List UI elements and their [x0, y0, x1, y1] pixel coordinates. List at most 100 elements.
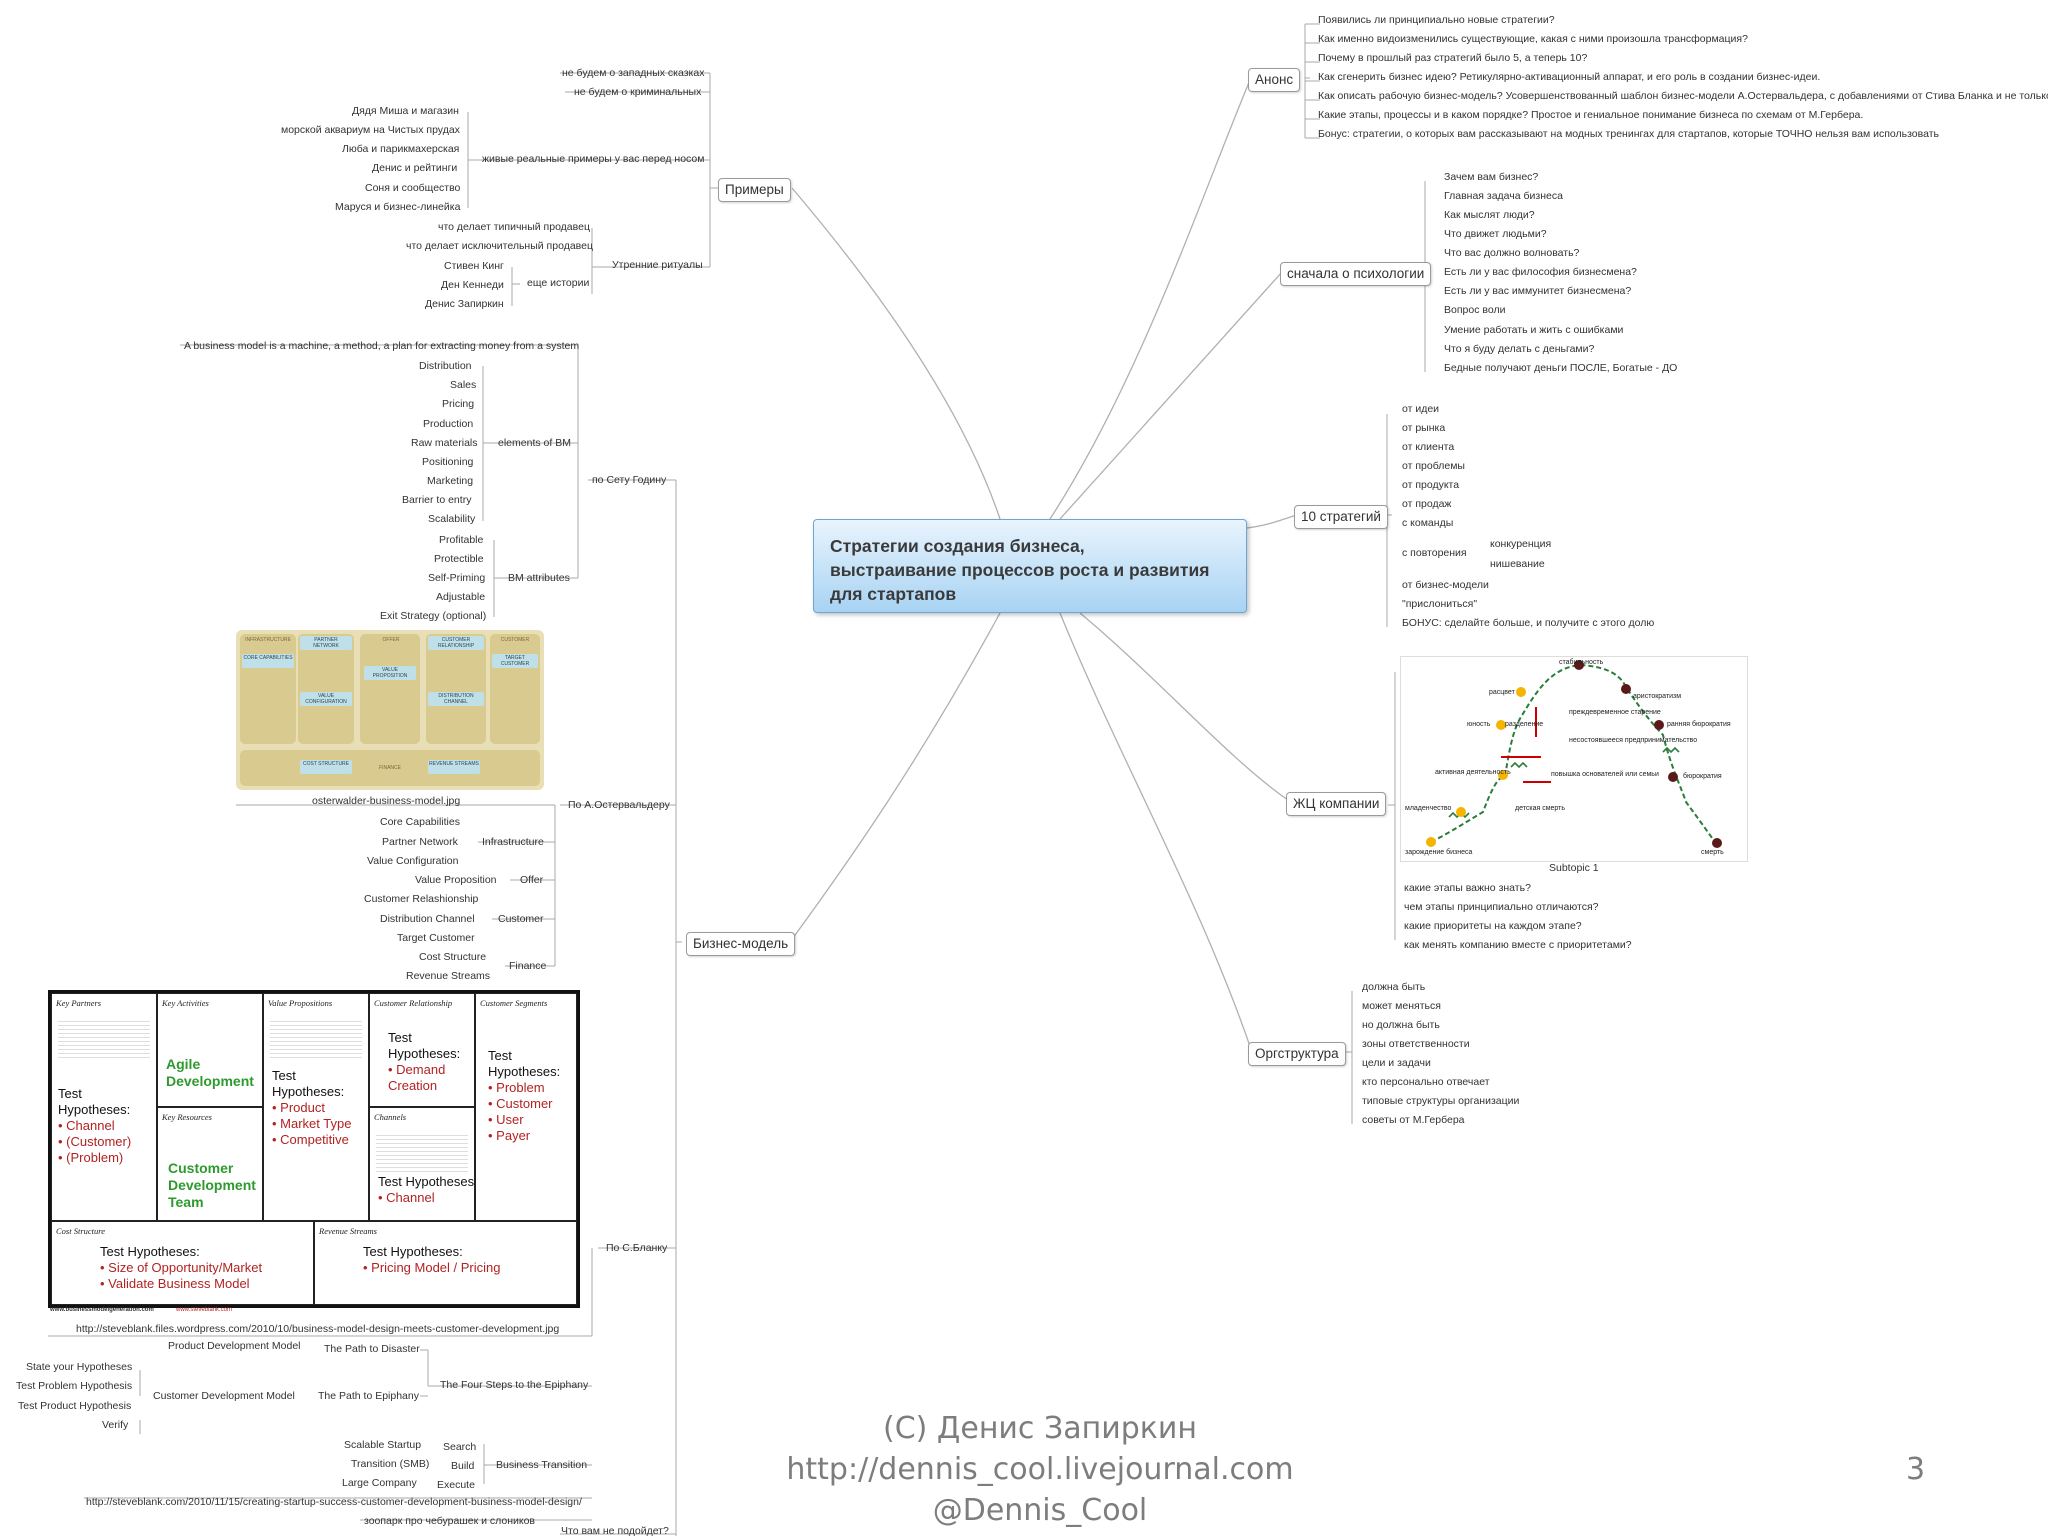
footer-url[interactable]: http://dennis_cool.livejournal.com — [786, 1452, 1294, 1487]
transition-stage[interactable]: Large Company — [342, 1477, 417, 1489]
product-dev-model[interactable]: Product Development Model — [168, 1340, 301, 1352]
steveblank-url[interactable]: http://steveblank.com/2010/11/15/creatin… — [86, 1496, 582, 1508]
live-example[interactable]: Маруся и бизнес-линейка — [335, 201, 461, 213]
anons-item[interactable]: Появились ли принципиально новые стратег… — [1318, 14, 1555, 26]
ost-group-title[interactable]: Offer — [520, 874, 544, 886]
psychology-item[interactable]: Как мыслят люди? — [1444, 209, 1535, 221]
bm-element[interactable]: Positioning — [422, 456, 474, 468]
bm-element[interactable]: Distribution — [419, 360, 472, 372]
psychology-item[interactable]: Что движет людьми? — [1444, 228, 1547, 240]
business-transition[interactable]: Business Transition — [496, 1459, 588, 1471]
bm-element[interactable]: Pricing — [442, 398, 475, 410]
hypothesis-step[interactable]: Verify — [102, 1419, 129, 1431]
topic-business-model[interactable]: Бизнес-модель — [686, 932, 796, 956]
bm-attribute[interactable]: Exit Strategy (optional) — [380, 610, 487, 622]
transition-verb[interactable]: Execute — [437, 1479, 475, 1491]
topic-anons[interactable]: Анонс — [1248, 68, 1301, 92]
bm-element[interactable]: Sales — [450, 379, 477, 391]
bm-element[interactable]: Scalability — [428, 513, 476, 525]
bm-attribute[interactable]: Self-Priming — [428, 572, 486, 584]
hypothesis-step[interactable]: Test Problem Hypothesis — [16, 1380, 133, 1392]
live-example[interactable]: Соня и сообщество — [365, 182, 461, 194]
godin-definition[interactable]: A business model is a machine, a method,… — [184, 340, 580, 352]
strategy-item[interactable]: с команды — [1402, 517, 1454, 529]
strategy-item[interactable]: от клиента — [1402, 441, 1455, 453]
ritual-item[interactable]: что делает исключительный продавец — [406, 240, 593, 252]
ost-item[interactable]: Revenue Streams — [406, 970, 491, 982]
strategy-item[interactable]: от проблемы — [1402, 460, 1465, 472]
live-example[interactable]: морской аквариум на Чистых прудах — [281, 124, 460, 136]
live-example[interactable]: Люба и парикмахерская — [342, 143, 460, 155]
bm-element[interactable]: Barrier to entry — [402, 494, 472, 506]
ost-item[interactable]: Core Capabilities — [380, 816, 460, 828]
blank-image-url[interactable]: http://steveblank.files.wordpress.com/20… — [76, 1323, 560, 1335]
ritual-item[interactable]: что делает типичный продавец — [438, 221, 590, 233]
org-item[interactable]: но должна быть — [1362, 1019, 1440, 1031]
bm-attribute[interactable]: Adjustable — [436, 591, 486, 603]
story-item[interactable]: Ден Кеннеди — [441, 279, 504, 291]
strategy-item[interactable]: от бизнес-модели — [1402, 579, 1489, 591]
bm-attribute[interactable]: Profitable — [439, 534, 484, 546]
hypothesis-step[interactable]: Test Product Hypothesis — [18, 1400, 132, 1412]
anons-item[interactable]: Какие этапы, процессы и в каком порядке?… — [1318, 109, 1864, 121]
psychology-item[interactable]: Что вас должно волновать? — [1444, 247, 1580, 259]
ost-item[interactable]: Distribution Channel — [380, 913, 475, 925]
cheburashka[interactable]: зоопарк про чебурашек и слоников — [364, 1515, 536, 1527]
strategy-item[interactable]: "прислониться" — [1402, 598, 1478, 610]
bm-attribute[interactable]: Protectible — [434, 553, 484, 565]
ost-item[interactable]: Value Configuration — [367, 855, 459, 867]
elements-title[interactable]: elements of BM — [498, 437, 571, 449]
anons-item[interactable]: Как сгенерить бизнес идею? Ретикулярно-а… — [1318, 71, 1821, 83]
psychology-item[interactable]: Бедные получают деньги ПОСЛЕ, Богатые - … — [1444, 362, 1678, 374]
psychology-item[interactable]: Зачем вам бизнес? — [1444, 171, 1539, 183]
strategy-subitem[interactable]: нишевание — [1490, 558, 1545, 570]
ost-group-title[interactable]: Infrastructure — [482, 836, 544, 848]
examples-item[interactable]: не будем о криминальных — [574, 86, 702, 98]
anons-item[interactable]: Бонус: стратегии, о которых вам рассказы… — [1318, 128, 1939, 140]
strategy-item[interactable]: от продукта — [1402, 479, 1460, 491]
psychology-item[interactable]: Главная задача бизнеса — [1444, 190, 1563, 202]
strategy-item[interactable]: от продаж — [1402, 498, 1452, 510]
examples-live-title[interactable]: живые реальные примеры у вас перед носом — [482, 153, 705, 165]
ost-item[interactable]: Target Customer — [397, 932, 475, 944]
story-item[interactable]: Денис Запиркин — [425, 298, 504, 310]
topic-orgstructure[interactable]: Оргструктура — [1248, 1042, 1346, 1066]
ost-item[interactable]: Customer Relashionship — [364, 893, 479, 905]
org-item[interactable]: кто персонально отвечает — [1362, 1076, 1490, 1088]
transition-stage[interactable]: Transition (SMB) — [351, 1458, 430, 1470]
not-fit[interactable]: Что вам не подойдет? — [561, 1525, 669, 1537]
strategy-item[interactable]: от рынка — [1402, 422, 1446, 434]
osterwalder-title[interactable]: По А.Остервальдеру — [568, 799, 670, 811]
org-item[interactable]: должна быть — [1362, 981, 1426, 993]
live-example[interactable]: Дядя Миша и магазин — [352, 105, 459, 117]
anons-item[interactable]: Как описать рабочую бизнес-модель? Усове… — [1318, 90, 2048, 102]
hypothesis-step[interactable]: State your Hypotheses — [26, 1361, 133, 1373]
live-example[interactable]: Денис и рейтинги — [372, 162, 458, 174]
org-item[interactable]: советы от М.Гербера — [1362, 1114, 1465, 1126]
cust-dev-model[interactable]: Customer Development Model — [153, 1390, 295, 1402]
psychology-item[interactable]: Есть ли у вас философия бизнесмена? — [1444, 266, 1637, 278]
godin-title[interactable]: по Сету Годину — [592, 474, 667, 486]
org-item[interactable]: цели и задачи — [1362, 1057, 1431, 1069]
ost-item[interactable]: Partner Network — [382, 836, 458, 848]
bm-element[interactable]: Raw materials — [411, 437, 478, 449]
org-item[interactable]: может меняться — [1362, 1000, 1441, 1012]
anons-item[interactable]: Как именно видоизменились существующие, … — [1318, 33, 1748, 45]
path-to-epiphany[interactable]: The Path to Epiphany — [318, 1390, 419, 1402]
ost-item[interactable]: Cost Structure — [419, 951, 487, 963]
transition-verb[interactable]: Build — [451, 1460, 475, 1472]
central-topic[interactable]: Стратегии создания бизнеса, выстраивание… — [813, 519, 1247, 613]
path-to-disaster[interactable]: The Path to Disaster — [324, 1343, 420, 1355]
psychology-item[interactable]: Есть ли у вас иммунитет бизнесмена? — [1444, 285, 1632, 297]
attrs-title[interactable]: BM attributes — [508, 572, 570, 584]
ost-item[interactable]: Value Proposition — [415, 874, 497, 886]
strategy-subitem[interactable]: конкуренция — [1490, 538, 1552, 550]
bm-element[interactable]: Production — [423, 418, 474, 430]
org-item[interactable]: типовые структуры организации — [1362, 1095, 1520, 1107]
strategy-item[interactable]: от идеи — [1402, 403, 1440, 415]
psychology-item[interactable]: Умение работать и жить с ошибками — [1444, 324, 1624, 336]
anons-item[interactable]: Почему в прошлый раз стратегий было 5, а… — [1318, 52, 1588, 64]
topic-lifecycle[interactable]: ЖЦ компании — [1286, 792, 1387, 816]
topic-psychology[interactable]: сначала о психологии — [1280, 262, 1432, 286]
lifecycle-item[interactable]: какие приоритеты на каждом этапе? — [1404, 920, 1582, 932]
